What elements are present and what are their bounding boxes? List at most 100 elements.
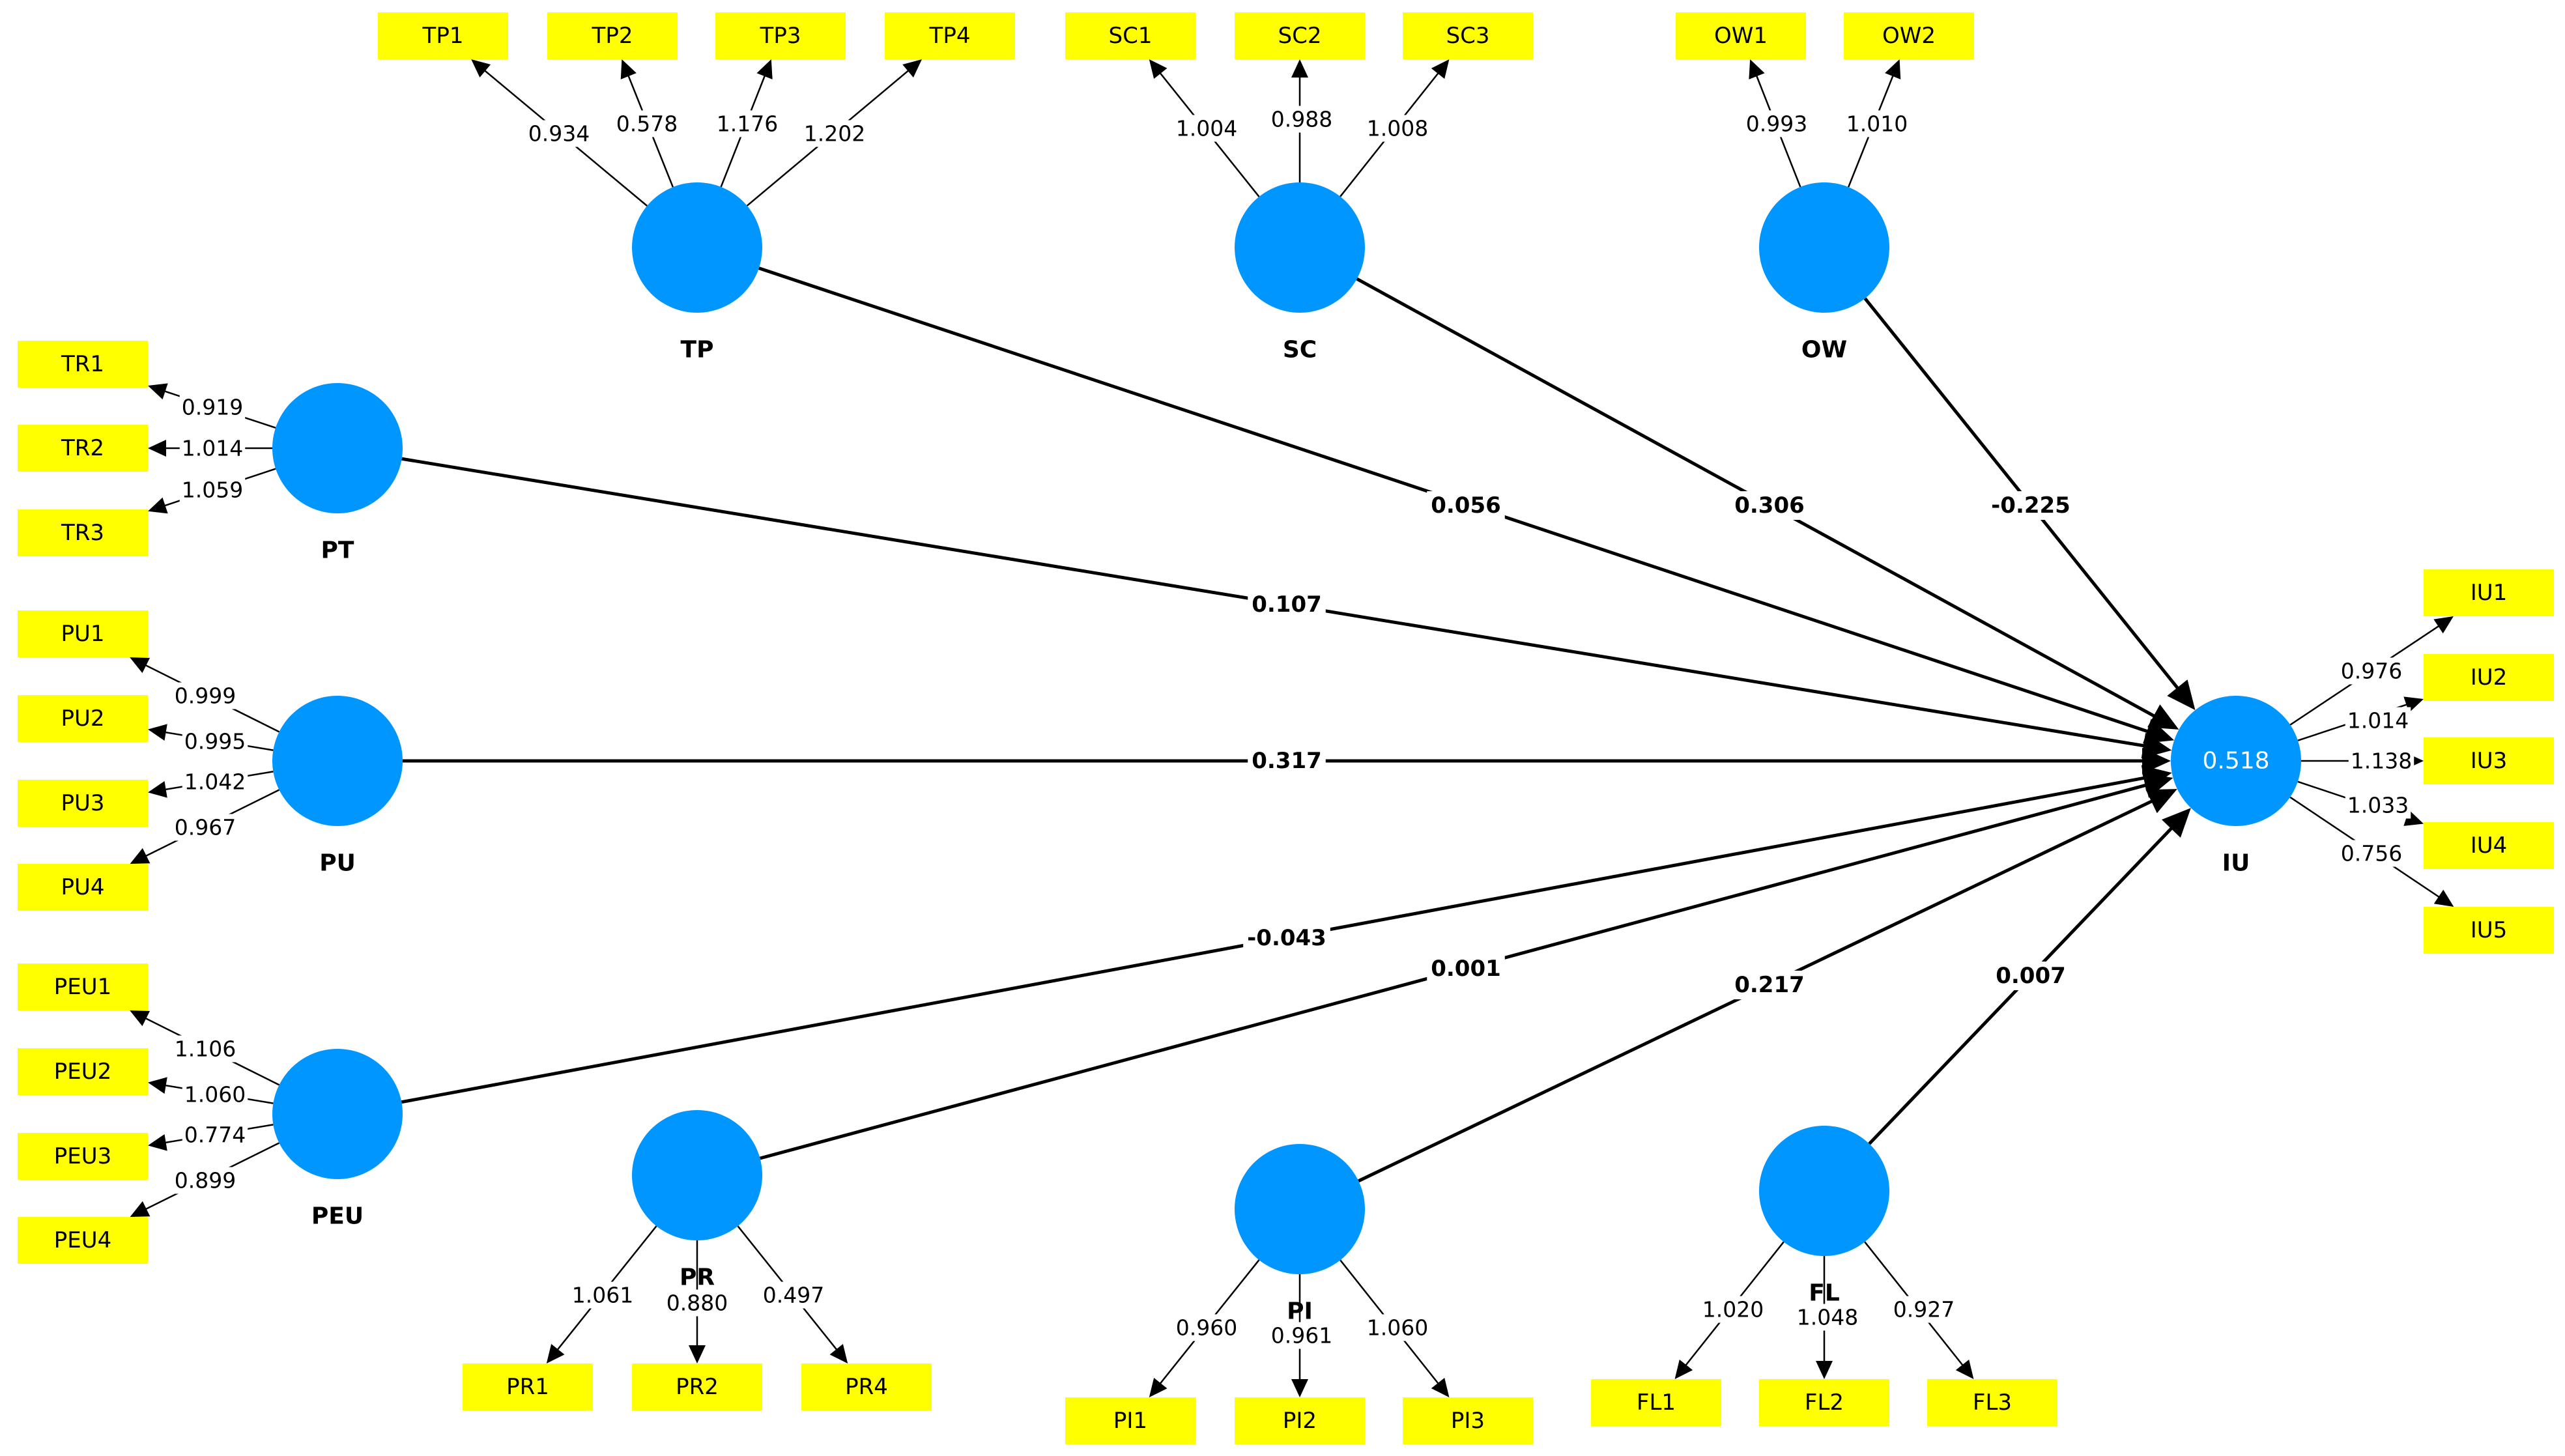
indicator-peu4[interactable]: PEU4 — [18, 1217, 148, 1264]
indicator-tp3[interactable]: TP3 — [715, 12, 846, 59]
loading-arrow-pi2 — [1291, 1379, 1308, 1397]
construct-peu[interactable]: PEU — [272, 1049, 403, 1230]
indicator-tr2[interactable]: TR2 — [18, 425, 148, 472]
indicator-ow2[interactable]: OW2 — [1844, 12, 1974, 59]
indicator-sc3[interactable]: SC3 — [1403, 12, 1533, 59]
indicator-box-pr4 — [801, 1363, 932, 1410]
indicator-pr1[interactable]: PR1 — [463, 1363, 593, 1410]
loading-value-pr4-group: 0.497 — [760, 1281, 827, 1309]
construct-circle-ow — [1759, 182, 1889, 313]
loading-value-pu1: 0.999 — [175, 683, 236, 709]
loading-value-fl3-bg — [1891, 1296, 1957, 1323]
construct-pu[interactable]: PU — [272, 696, 403, 877]
indicator-box-sc1 — [1065, 12, 1196, 59]
indicator-peu1[interactable]: PEU1 — [18, 964, 148, 1010]
loading-value-tp4-bg — [801, 120, 868, 147]
indicator-box-peu2 — [18, 1048, 148, 1095]
indicator-box-fl3 — [1927, 1379, 2057, 1426]
loading-arrow-pu2 — [148, 724, 167, 741]
construct-sc[interactable]: SC — [1235, 182, 1365, 364]
indicator-label-iu1: IU1 — [2471, 580, 2508, 606]
indicator-sc2[interactable]: SC2 — [1235, 12, 1365, 59]
loading-arrow-pu4 — [130, 848, 150, 864]
indicator-label-tr1: TR1 — [61, 351, 104, 377]
indicator-iu3[interactable]: IU3 — [2424, 737, 2554, 784]
indicator-pu1[interactable]: PU1 — [18, 610, 148, 657]
path-coefficient-pi-iu: 0.217 — [1734, 972, 1805, 998]
indicator-box-sc2 — [1235, 12, 1365, 59]
indicator-iu5[interactable]: IU5 — [2424, 907, 2554, 954]
loading-value-peu3-group: 0.774 — [182, 1121, 248, 1149]
loading-value-tp3: 1.176 — [717, 111, 778, 137]
loading-value-pu2-group: 0.995 — [182, 728, 248, 755]
indicator-pi3[interactable]: PI3 — [1403, 1397, 1533, 1444]
path-arrow-sc-iu — [2147, 704, 2179, 730]
indicator-iu4[interactable]: IU4 — [2424, 822, 2554, 869]
loading-value-pr2-group: 0.880 — [664, 1289, 730, 1317]
loading-value-pu4-bg — [172, 814, 238, 841]
indicator-peu2[interactable]: PEU2 — [18, 1048, 148, 1095]
indicator-pu4[interactable]: PU4 — [18, 864, 148, 911]
indicator-label-iu5: IU5 — [2471, 917, 2508, 943]
indicator-label-iu4: IU4 — [2471, 833, 2508, 859]
indicator-pi2[interactable]: PI2 — [1235, 1397, 1365, 1444]
indicator-tr3[interactable]: TR3 — [18, 509, 148, 556]
indicator-fl2[interactable]: FL2 — [1759, 1379, 1889, 1426]
loading-value-tp4: 1.202 — [804, 121, 865, 147]
indicator-box-tr2 — [18, 425, 148, 472]
indicator-box-iu1 — [2424, 569, 2554, 616]
indicator-sc1[interactable]: SC1 — [1065, 12, 1196, 59]
path-arrow-fl-iu — [2161, 808, 2191, 838]
indicator-box-tr3 — [18, 509, 148, 556]
indicator-tr1[interactable]: TR1 — [18, 341, 148, 388]
construct-tp[interactable]: TP — [632, 182, 762, 364]
loading-value-pu3: 1.042 — [184, 769, 246, 795]
construct-pi[interactable]: PI — [1235, 1144, 1365, 1325]
loading-value-fl2-bg — [1794, 1304, 1861, 1331]
indicator-label-pi2: PI2 — [1283, 1408, 1317, 1434]
path-coefficient-pi-iu-bg — [1730, 971, 1809, 999]
path-arrow-ow-iu — [2167, 679, 2196, 710]
construct-ow[interactable]: OW — [1759, 182, 1889, 364]
indicator-iu1[interactable]: IU1 — [2424, 569, 2554, 616]
loading-arrow-peu1 — [130, 1010, 150, 1027]
indicator-fl3[interactable]: FL3 — [1927, 1379, 2057, 1426]
loading-arrow-sc1 — [1149, 59, 1168, 79]
loading-arrow-peu2 — [148, 1077, 167, 1094]
indicator-iu2[interactable]: IU2 — [2424, 654, 2554, 701]
indicator-pi1[interactable]: PI1 — [1065, 1397, 1196, 1444]
loading-value-sc3-bg — [1364, 115, 1431, 142]
loading-arrow-tr1 — [148, 383, 168, 400]
loading-arrow-fl2 — [1816, 1361, 1833, 1379]
indicator-box-iu5 — [2424, 907, 2554, 954]
indicator-fl1[interactable]: FL1 — [1591, 1379, 1721, 1426]
construct-fl[interactable]: FL — [1759, 1126, 1889, 1307]
indicator-pu3[interactable]: PU3 — [18, 780, 148, 827]
loading-arrow-pr1 — [546, 1344, 565, 1363]
construct-name-pr: PR — [680, 1264, 715, 1291]
loading-value-pi2-bg — [1268, 1322, 1335, 1349]
construct-pt[interactable]: PT — [272, 383, 403, 564]
indicator-tp4[interactable]: TP4 — [885, 12, 1015, 59]
indicator-pr4[interactable]: PR4 — [801, 1363, 932, 1410]
loading-arrow-tp1 — [471, 59, 491, 78]
loading-value-tr1-group: 0.919 — [179, 393, 246, 421]
loading-value-tp2-group: 0.578 — [614, 110, 680, 137]
indicator-pu2[interactable]: PU2 — [18, 695, 148, 742]
path-coefficient-tp-iu-bg — [1427, 491, 1505, 520]
loading-arrow-pr4 — [829, 1344, 848, 1363]
indicator-box-ow2 — [1844, 12, 1974, 59]
path-coefficient-pu-iu-group: 0.317 — [1248, 747, 1326, 775]
indicator-tp1[interactable]: TP1 — [378, 12, 508, 59]
indicator-pr2[interactable]: PR2 — [632, 1363, 762, 1410]
construct-name-iu: IU — [2222, 850, 2250, 877]
loading-value-peu3: 0.774 — [184, 1122, 246, 1148]
indicator-peu3[interactable]: PEU3 — [18, 1133, 148, 1180]
indicator-label-pi1: PI1 — [1113, 1408, 1147, 1434]
indicator-ow1[interactable]: OW1 — [1676, 12, 1806, 59]
indicator-tp2[interactable]: TP2 — [547, 12, 678, 59]
construct-pr[interactable]: PR — [632, 1110, 762, 1291]
loading-value-pu4-group: 0.967 — [172, 814, 238, 841]
loading-value-pr2-bg — [664, 1289, 730, 1317]
